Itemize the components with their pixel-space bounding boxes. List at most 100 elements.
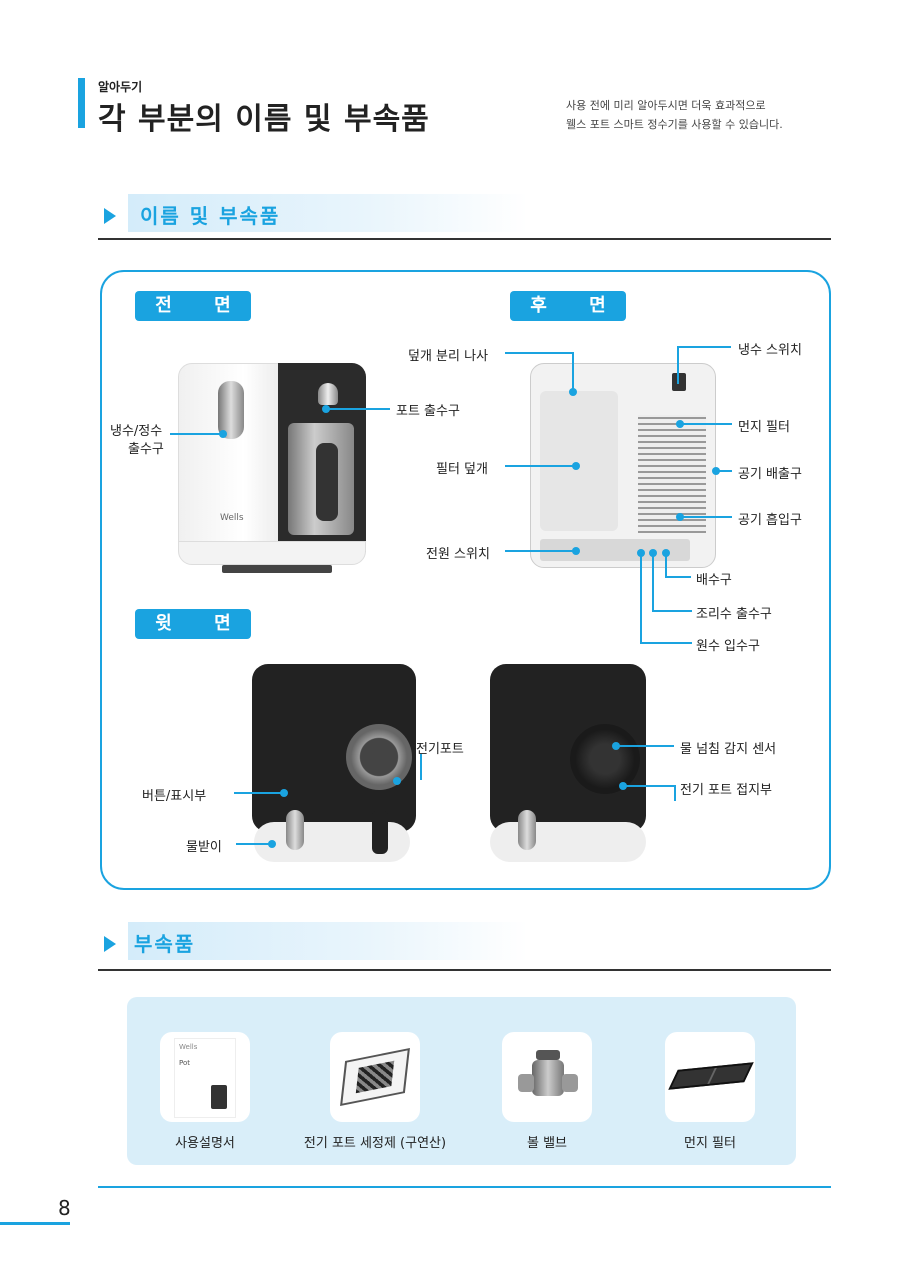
- top-view-right: [488, 664, 648, 864]
- accessory-label-valve: 볼 밸브: [526, 1136, 567, 1151]
- label-power-switch: 전원 스위치: [426, 547, 490, 562]
- drip-tray-line: [236, 843, 270, 845]
- button-display-line: [234, 792, 282, 794]
- label-button-display: 버튼/표시부: [142, 789, 207, 804]
- dust-filter-line: [680, 423, 732, 425]
- back-device: [530, 363, 716, 575]
- cleaner-box-print: [355, 1060, 395, 1094]
- page-number: 8: [58, 1196, 71, 1220]
- manual-device-thumb: [211, 1085, 227, 1109]
- valve-fitting-right: [562, 1074, 578, 1092]
- cold-outlet-line: [170, 433, 222, 435]
- accessory-card-dust-filter: [665, 1032, 755, 1122]
- accessory-label-cleaner: 전기 포트 세정제 (구연산): [303, 1136, 447, 1151]
- front-feet: [222, 565, 332, 573]
- cold-switch-line: [677, 346, 731, 348]
- section-divider: [98, 238, 831, 240]
- cooking-outlet-line: [652, 610, 692, 612]
- filter-cover-line: [505, 465, 573, 467]
- label-cold-outlet-2: 출수구: [128, 442, 164, 457]
- accessory-card-manual: Wells Pot: [160, 1032, 250, 1122]
- accessory-label-dust-filter: 먼지 필터: [684, 1136, 736, 1151]
- raw-inlet-vline: [640, 553, 642, 643]
- electric-pot-dot: [393, 777, 401, 785]
- header-kicker: 알아두기: [98, 80, 143, 94]
- filter-cover-dot: [572, 462, 580, 470]
- cold-switch-box: [672, 373, 686, 391]
- front-badge: 전 면: [135, 291, 251, 321]
- valve-body: [532, 1060, 564, 1096]
- label-cooking-outlet: 조리수 출수구: [696, 607, 772, 622]
- drain-line: [665, 576, 691, 578]
- top-left-pot: [346, 724, 412, 790]
- pot-outlet-line: [326, 408, 390, 410]
- header-desc-1: 사용 전에 미리 알아두시면 더욱 효과적으로: [566, 99, 766, 112]
- cover-screw-vline: [572, 352, 574, 392]
- top-right-well: [570, 724, 640, 794]
- dust-filter-icon: [668, 1062, 754, 1090]
- page-title: 각 부분의 이름 및 부속품: [98, 102, 430, 137]
- label-pot-outlet: 포트 출수구: [396, 404, 460, 419]
- label-cover-screw: 덮개 분리 나사: [408, 349, 489, 364]
- top-left-faucet: [286, 810, 304, 850]
- section2-title-band: [128, 922, 528, 960]
- manual-model: Pot: [179, 1059, 190, 1067]
- power-switch-dot: [572, 547, 580, 555]
- parts-panel: [100, 270, 831, 890]
- drain-vline: [665, 553, 667, 577]
- section-title: 이름 및 부속품: [140, 204, 281, 228]
- header-desc-2: 웰스 포트 스마트 정수기를 사용할 수 있습니다.: [566, 118, 783, 131]
- top-right-tray: [490, 822, 646, 862]
- label-pot-contact: 전기 포트 접지부: [680, 783, 772, 798]
- electric-pot-line: [420, 754, 422, 780]
- section2-arrow-icon: [104, 936, 116, 952]
- dust-filter-divider: [707, 1067, 717, 1084]
- section-title-band: [128, 194, 528, 232]
- front-base: [178, 541, 366, 565]
- accessory-card-valve: [502, 1032, 592, 1122]
- page-number-bar: [0, 1222, 70, 1225]
- footer-rule: [98, 1186, 831, 1188]
- section2-title: 부속품: [134, 932, 196, 956]
- header-bar: [78, 78, 85, 128]
- pot-contact-line: [623, 785, 675, 787]
- top-view-left: [250, 664, 416, 864]
- cover-screw-dot: [569, 388, 577, 396]
- raw-inlet-line: [640, 642, 692, 644]
- top-right-faucet: [518, 810, 536, 850]
- accessory-card-cleaner: [330, 1032, 420, 1122]
- manual-icon: Wells Pot: [174, 1038, 236, 1118]
- pot-outlet-nozzle: [318, 383, 338, 405]
- front-brand-logo: Wells: [220, 513, 244, 523]
- valve-fitting-left: [518, 1074, 534, 1092]
- label-cold-switch: 냉수 스위치: [738, 343, 802, 358]
- label-air-intake: 공기 흡입구: [738, 513, 802, 528]
- label-overflow-sensor: 물 넘침 감지 센서: [680, 742, 777, 757]
- accessory-label-manual: 사용설명서: [175, 1136, 235, 1151]
- cooking-outlet-vline: [652, 553, 654, 611]
- top-badge: 윗 면: [135, 609, 251, 639]
- label-filter-cover: 필터 덮개: [436, 462, 488, 477]
- manual-brand: Wells: [179, 1043, 198, 1051]
- air-exhaust-line: [716, 470, 732, 472]
- front-device: Wells: [178, 363, 366, 575]
- ball-valve-icon: [518, 1048, 578, 1106]
- pot-handle: [316, 443, 338, 521]
- label-raw-inlet: 원수 입수구: [696, 639, 760, 654]
- label-dust-filter: 먼지 필터: [738, 420, 790, 435]
- cover-screw-line: [505, 352, 573, 354]
- valve-handle: [536, 1050, 560, 1060]
- label-electric-pot: 전기포트: [416, 742, 464, 757]
- back-vent-grille: [638, 415, 706, 533]
- cleaner-box-icon: [340, 1048, 410, 1106]
- section2-divider: [98, 969, 831, 971]
- top-left-handle: [372, 810, 388, 854]
- label-air-exhaust: 공기 배출구: [738, 467, 802, 482]
- section-arrow-icon: [104, 208, 116, 224]
- drip-tray-dot: [268, 840, 276, 848]
- pot-contact-line-2: [674, 785, 676, 801]
- power-switch-line: [505, 550, 573, 552]
- cold-outlet-dot: [219, 430, 227, 438]
- back-filter-cover: [540, 391, 618, 531]
- label-drip-tray: 물받이: [186, 840, 222, 855]
